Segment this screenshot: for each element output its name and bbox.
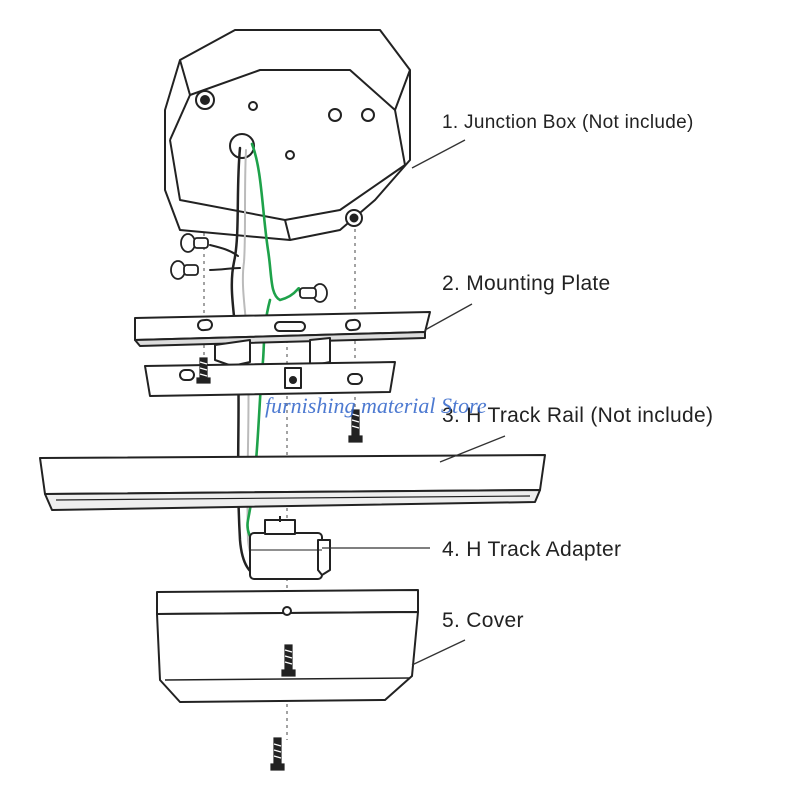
screw-cover-bottom [270,737,285,771]
cover-screws [270,644,296,771]
wire-nut-top [180,233,196,253]
h-track-adapter-body [249,532,323,580]
label-junction-box: 1. Junction Box (Not include) [442,112,694,133]
h-track-rail [39,454,546,511]
store-watermark: furnishing material Store [265,393,487,418]
junction-box-body [164,29,411,241]
screw-cover-top [281,644,296,677]
mounting-screws [196,357,363,443]
screw-right [348,409,363,443]
wire-nut-bottom [170,260,186,280]
h-track-adapter [249,516,331,580]
label-h-track-rail: 3. H Track Rail (Not include) [442,404,713,427]
h-track-rail-face [39,454,546,495]
wire-connectors [170,233,328,303]
leader-h-track-rail [439,435,506,463]
label-h-track-adapter: 4. H Track Adapter [442,538,621,561]
cover-screw-hole [282,606,292,616]
screw-left [196,357,211,384]
label-cover: 5. Cover [442,609,524,632]
label-mounting-plate: 2. Mounting Plate [442,272,611,295]
junction-knockout [229,133,255,159]
junction-box [164,29,411,241]
mounting-plate [134,311,431,397]
leader-lines [322,139,506,666]
leader-cover [411,639,466,666]
leader-junction-box [411,139,466,169]
leader-mounting-plate [424,303,473,331]
